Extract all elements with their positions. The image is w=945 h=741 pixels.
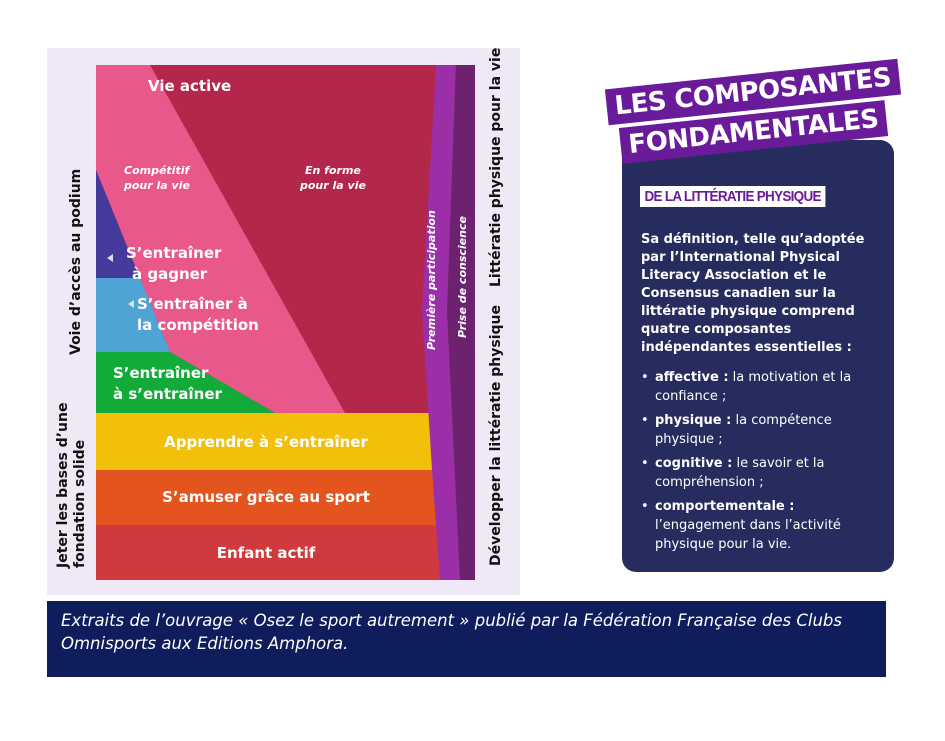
label-line: S’entraîner: [126, 244, 222, 262]
label-apprendre: Apprendre à s’entraîner: [164, 433, 368, 451]
subtitle: DE LA LITTÉRATIE PHYSIQUE: [640, 186, 826, 207]
band-enfant-actif: [96, 525, 441, 580]
component-desc: l’engagement dans l’activité physique po…: [655, 518, 841, 552]
region-entrainer-gagner: [96, 170, 140, 278]
list-item: physique : la compétence physique ;: [641, 411, 886, 449]
label-line: la compétition: [137, 316, 259, 334]
label-line: S’entraîner: [113, 364, 209, 382]
label-prise-conscience: Prise de conscience: [456, 216, 469, 338]
definition-text: Sa définition, telle qu’adoptée par l’In…: [641, 232, 865, 355]
band-samuser: [96, 470, 441, 525]
label-line: à s’entraîner: [113, 385, 222, 403]
label-competitif: Compétitif pour la vie: [124, 163, 190, 193]
strip-prise-conscience: [447, 65, 475, 580]
label-line: Compétitif: [124, 164, 190, 177]
label-line: En forme: [305, 164, 361, 177]
label-entrainer-competition: S’entraîner à la compétition: [137, 294, 259, 336]
band-apprendre: [96, 413, 441, 470]
strip-premiere-participation: [422, 65, 460, 580]
label-line: à gagner: [132, 265, 208, 283]
components-list: affective : la motivation et la confianc…: [641, 368, 886, 559]
label-developper: Développer la littératie physique: [488, 304, 504, 566]
component-term: affective :: [655, 370, 729, 385]
label-line: S’entraîner à: [137, 295, 248, 313]
label-premiere-participation: Première participation: [425, 210, 438, 350]
caption: Extraits de l’ouvrage « Osez le sport au…: [47, 601, 886, 677]
label-entrainer-entrainer: S’entraîner à s’entraîner: [113, 363, 222, 405]
component-term: cognitive :: [655, 456, 733, 471]
component-desc: le savoir et la compréhension ;: [655, 456, 825, 490]
label-line: pour la vie: [300, 179, 366, 192]
region-entrainer-entrainer: [96, 352, 275, 413]
label-en-forme: En forme pour la vie: [300, 163, 366, 193]
list-item: comportementale : l’engagement dans l’ac…: [641, 497, 886, 554]
arrow-icon: [107, 254, 113, 262]
label-vie-active: Vie active: [148, 77, 232, 95]
arrow-icon: [128, 300, 134, 308]
label-voie-podium: Voie d’accès au podium: [68, 168, 84, 355]
component-term: comportementale :: [655, 499, 795, 514]
component-desc: la compétence physique ;: [655, 413, 832, 447]
label-samuser: S’amuser grâce au sport: [162, 488, 370, 506]
list-item: cognitive : le savoir et la compréhensio…: [641, 454, 886, 492]
region-entrainer-competition: [96, 278, 170, 352]
label-line: Jeter les bases d’une: [55, 402, 71, 568]
label-line: pour la vie: [124, 179, 190, 192]
label-line: fondation solide: [72, 439, 88, 568]
list-item: affective : la motivation et la confianc…: [641, 368, 886, 406]
label-enfant-actif: Enfant actif: [216, 544, 316, 562]
component-desc: la motivation et la confiance ;: [655, 370, 852, 404]
label-entrainer-gagner: S’entraîner à gagner: [126, 243, 221, 285]
component-term: physique :: [655, 413, 732, 428]
label-litteratie-vie: Littératie physique pour la vie: [488, 47, 504, 287]
region-competitif: [96, 65, 345, 413]
